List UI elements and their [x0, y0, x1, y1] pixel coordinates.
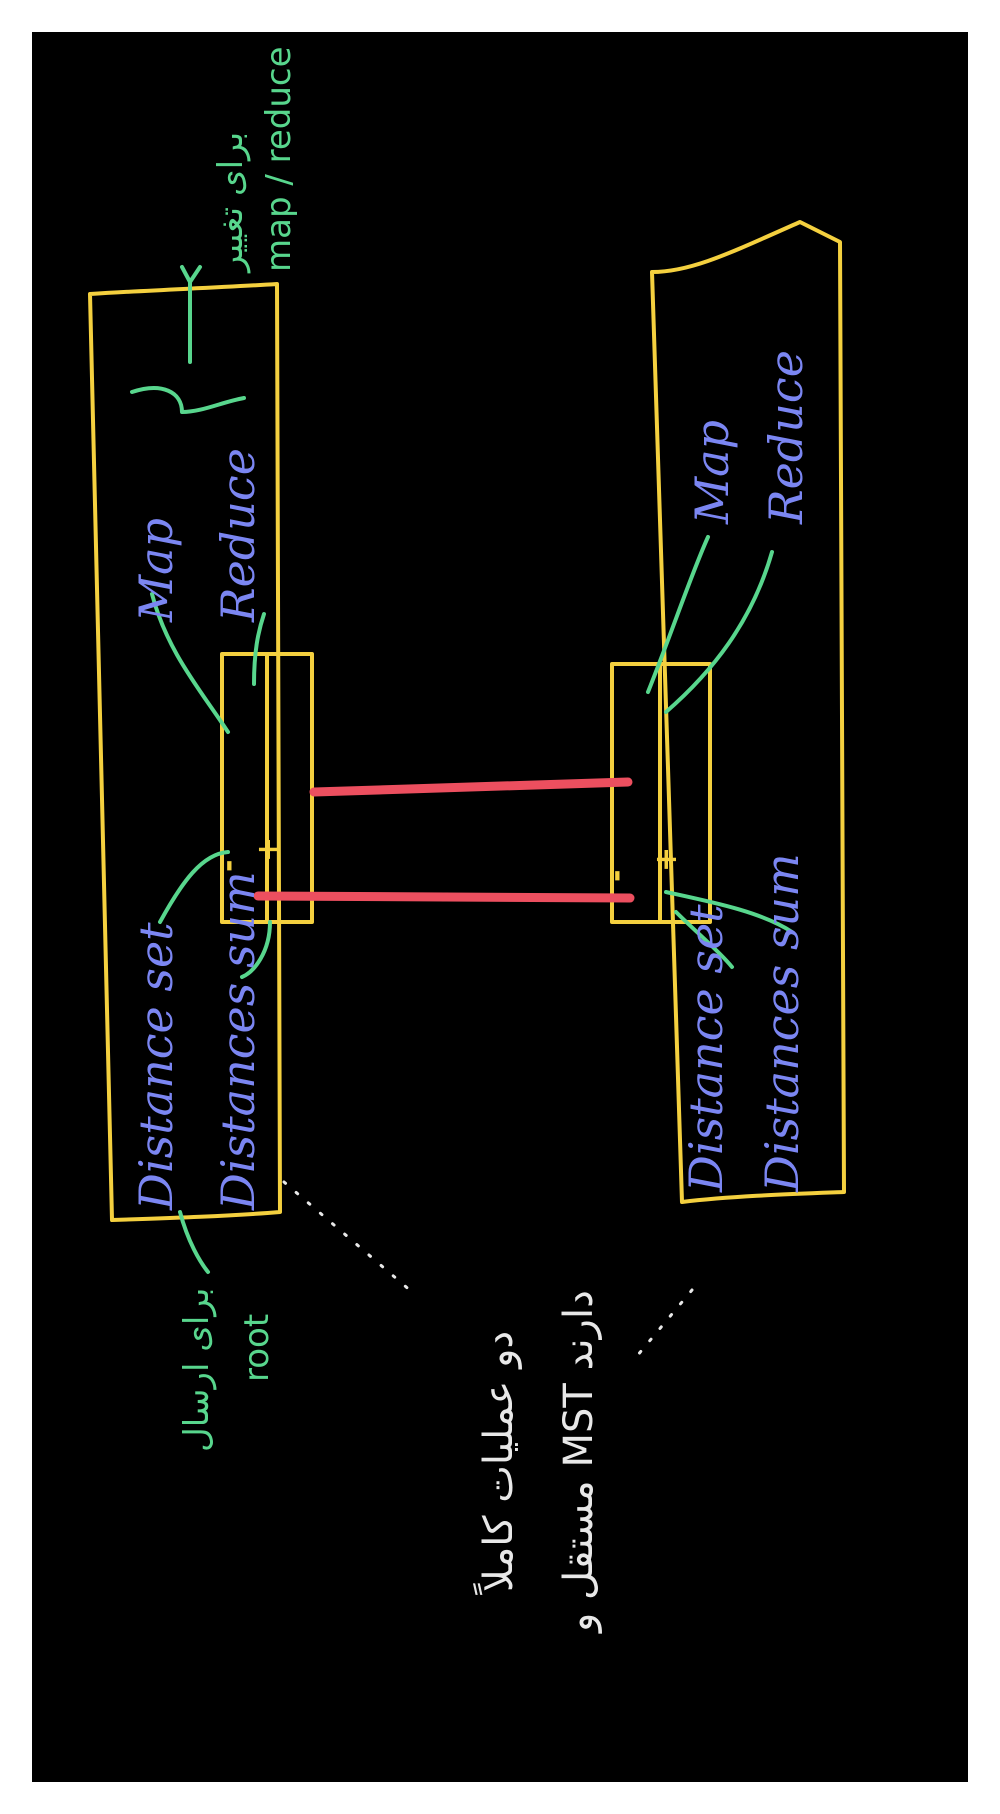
- right-distance-sum-label: Distances sum: [755, 853, 809, 1193]
- dashed-guide-right: [630, 1288, 694, 1364]
- right-minus-sign: -: [599, 870, 634, 882]
- left-plus-sign: +: [251, 837, 286, 862]
- note-bottom-left-line2: root: [237, 1314, 277, 1382]
- connector-plus: [309, 777, 633, 797]
- left-arrow-to-distance-set: [158, 850, 230, 924]
- left-arrow-to-distance-sum: [240, 920, 272, 979]
- right-reduce-label: Reduce: [759, 350, 813, 525]
- right-arrow-to-reduce: [664, 550, 774, 714]
- right-arrow-to-distance-set: [674, 910, 734, 969]
- left-distance-sum-label: Distances sum: [211, 871, 265, 1211]
- right-node-frame: [650, 220, 846, 1204]
- left-map-label: Map: [129, 518, 183, 623]
- left-minus-sign: -: [211, 860, 246, 872]
- left-arrow-to-reduce: [252, 612, 266, 686]
- note-bottom-left-line1: برای ارسال: [177, 1287, 217, 1452]
- left-distance-set-label: Distance set: [129, 922, 183, 1211]
- note-top-right-line1: برای تغییر: [211, 132, 251, 274]
- left-bottom-arrow-to-root: [178, 1210, 210, 1274]
- right-plus-sign: +: [649, 847, 684, 872]
- left-reduce-label: Reduce: [211, 448, 265, 623]
- blackboard: - + - + Map Reduce Distance set Distance…: [32, 32, 968, 1782]
- right-distance-set-label: Distance set: [679, 904, 733, 1193]
- right-arrow-to-distance-sum: [664, 890, 794, 934]
- left-arrow-to-map: [150, 592, 230, 734]
- right-map-label: Map: [685, 420, 739, 525]
- left-brace-to-note: [180, 265, 202, 364]
- dashed-guide-left: [282, 1180, 414, 1294]
- left-node-frame: [88, 282, 282, 1222]
- right-arrow-to-map: [646, 535, 710, 694]
- note-bottom-center-line1: دو عملیات کاملاً: [472, 1331, 522, 1595]
- note-top-right-line2: map / reduce: [259, 47, 299, 273]
- diagram-canvas: - + - + Map Reduce Distance set Distance…: [88, 47, 846, 1634]
- connector-minus: [253, 891, 635, 903]
- left-brace: [130, 386, 246, 414]
- note-bottom-center-line2: مستقل و MST دارند: [556, 1290, 602, 1634]
